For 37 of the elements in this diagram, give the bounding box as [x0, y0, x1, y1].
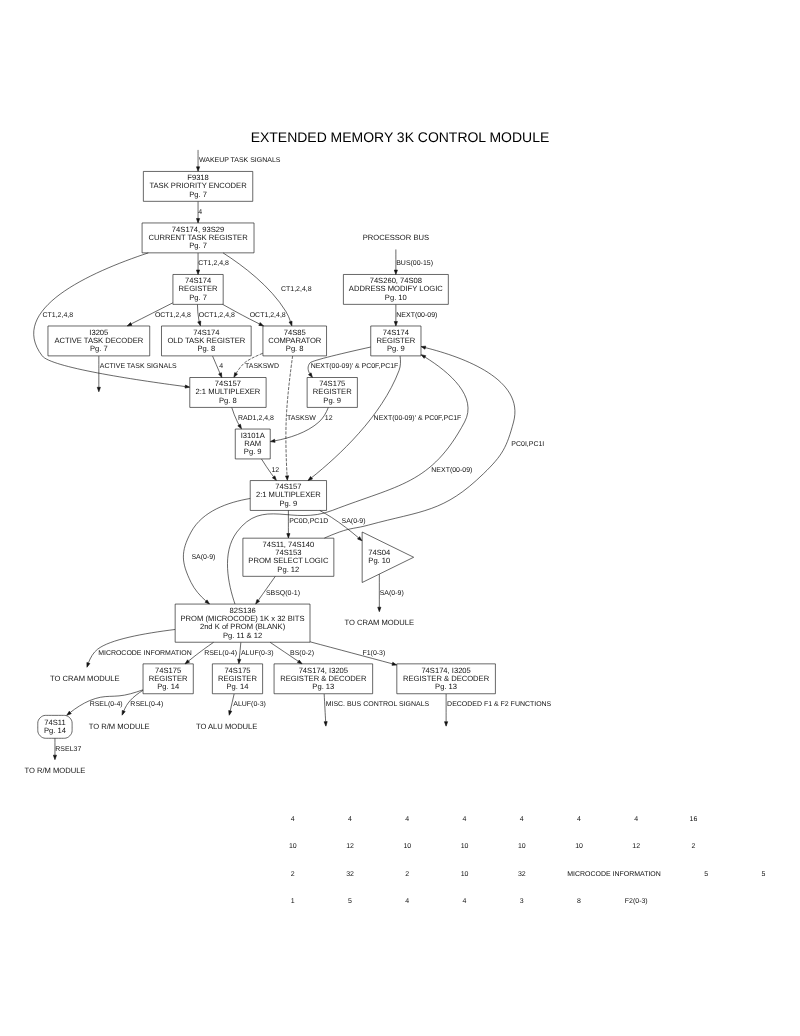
arrow	[261, 458, 277, 481]
arrow	[285, 355, 293, 481]
arrow	[53, 738, 57, 760]
arrow	[227, 354, 469, 605]
arrow	[66, 689, 144, 716]
arrow	[222, 252, 293, 327]
arrow	[33, 252, 190, 389]
arrow	[394, 249, 398, 275]
arrow	[228, 693, 235, 716]
arrow	[307, 346, 371, 378]
arrow	[286, 510, 291, 539]
arrow	[197, 304, 202, 327]
arrow	[222, 304, 264, 327]
arrow	[319, 510, 363, 542]
arrow	[196, 252, 200, 275]
arrow	[96, 355, 101, 393]
arrow	[307, 355, 401, 481]
arrow	[309, 641, 397, 666]
arrow	[121, 690, 144, 716]
arrow	[444, 693, 448, 727]
arrow	[183, 498, 251, 605]
arrow	[126, 302, 174, 327]
arrow	[233, 352, 264, 378]
arrow	[255, 576, 276, 605]
arrow	[196, 201, 200, 224]
arrow	[324, 345, 516, 539]
arrow	[196, 149, 200, 172]
arrow	[269, 642, 303, 665]
arrow	[184, 642, 214, 665]
arrow	[86, 629, 176, 668]
arrow	[323, 693, 328, 727]
arrow	[270, 407, 329, 443]
arrow	[212, 355, 223, 378]
arrow	[237, 642, 242, 665]
arrow	[394, 304, 398, 327]
arrow	[377, 573, 382, 612]
arrow	[231, 407, 242, 430]
